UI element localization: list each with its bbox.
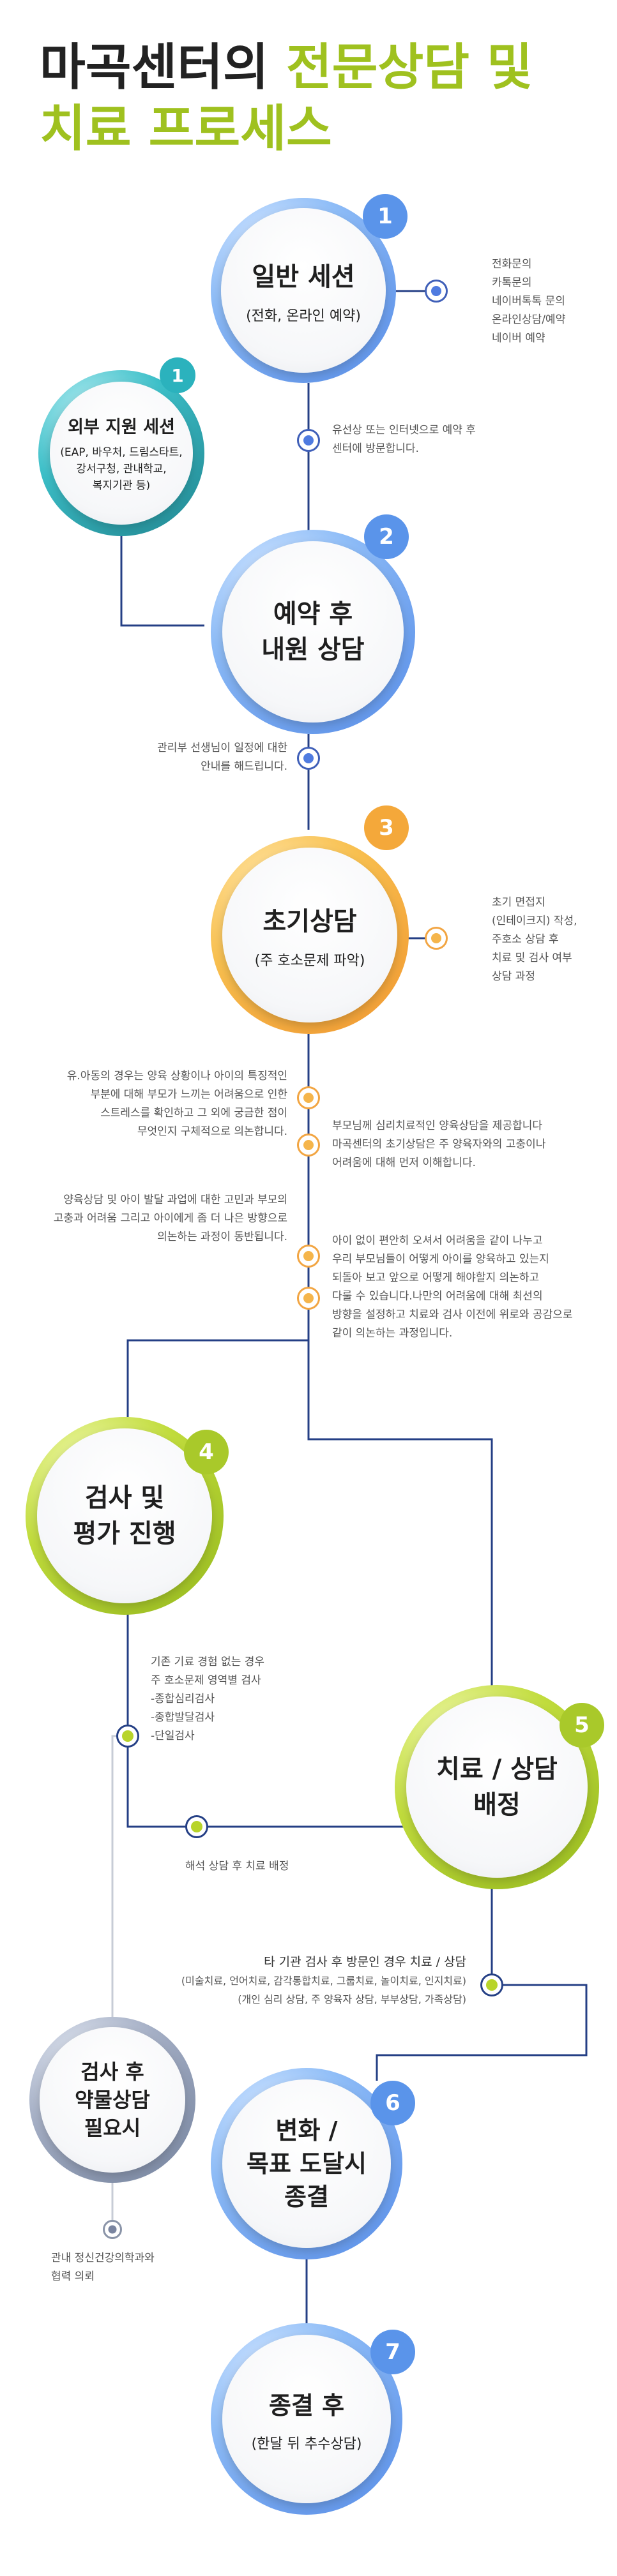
medication-title: 검사 후 약물상담 필요시 (75, 2060, 150, 2140)
step-4-title: 검사 및 평가 진행 (73, 1483, 176, 1548)
node-parent-counseling (297, 1134, 320, 1157)
node-assessment-list (116, 1725, 139, 1748)
step-1-number-badge: 1 (363, 194, 408, 239)
node-parent-visit (297, 1287, 320, 1310)
note-reservation: 유선상 또는 인터넷으로 예약 후 센터에 방문합니다. (332, 424, 476, 455)
note-other-institution: 타 기관 검사 후 방문인 경우 치료 / 상담 (미술치료, 언어치료, 감각… (181, 1955, 466, 2005)
note-parent-visit: 아이 없이 편안히 오셔서 어려움을 같이 나누고 우리 부모님들이 어떻게 아… (332, 1234, 573, 1340)
step-2-visit-counseling: 예약 후 내원 상담 (211, 530, 415, 734)
page-title: 마곡센터의 전문상담 및 치료 프로세스 (40, 37, 533, 160)
step-7-title: 종결 후 (268, 2391, 345, 2420)
node-schedule-guide (297, 747, 320, 770)
external-subtitle: (EAP, 바우처, 드림스타트, 강서구청, 관내학교, 복지기관 등) (60, 446, 183, 492)
step-6-title: 변화 / 목표 도달시 종결 (246, 2116, 367, 2211)
node-psychiatry-referral (103, 2220, 122, 2239)
step-4-number-badge: 4 (184, 1430, 229, 1474)
note-child-stress: 유.아동의 경우는 양육 상황이나 아이의 특징적인 부분에 대해 부모가 느끼… (66, 1070, 287, 1138)
external-title: 외부 지원 세션 (68, 417, 175, 437)
step-5-number-badge: 5 (560, 1703, 604, 1748)
step-1-title: 일반 세션 (252, 262, 355, 292)
step-3-title: 초기상담 (263, 907, 357, 936)
step-2-title: 예약 후 내원 상담 (261, 599, 365, 664)
note-inquiry-channels: 전화문의 카톡문의 네이버톡톡 문의 온라인상담/예약 네이버 예약 (492, 258, 566, 345)
title-accent-2: 치료 프로세스 (40, 100, 332, 158)
step-1-general-session: 일반 세션 (전화, 온라인 예약) (211, 198, 396, 383)
step-1-subtitle: (전화, 온라인 예약) (246, 308, 361, 324)
note-development-concern: 양육상담 및 아이 발달 과업에 대한 고민과 부모의 고충과 어려움 그리고 … (53, 1194, 287, 1243)
step-3-initial-counseling: 초기상담 (주 호소문제 파악) (211, 836, 409, 1034)
note-interpretation: 해석 상담 후 치료 배정 (185, 1860, 289, 1873)
note-parent-counseling: 부모님께 심리치료적인 양육상담을 제공합니다 마곡센터의 초기상담은 주 양육… (332, 1120, 546, 1169)
medication-counseling: 검사 후 약물상담 필요시 (29, 2017, 195, 2183)
node-interpretation (185, 1815, 208, 1838)
step-3-subtitle: (주 호소문제 파악) (254, 953, 365, 969)
step-6-number-badge: 6 (370, 2081, 415, 2125)
node-development-concern (297, 1245, 320, 1268)
note-schedule-guide: 관리부 선생님이 일정에 대한 안내를 해드립니다. (157, 742, 287, 773)
node-step1-inquiry (425, 280, 448, 303)
note-intake: 초기 면접지 (인테이크지) 작성, 주호소 상담 후 치료 및 검사 여부 상… (492, 896, 577, 983)
title-accent-1: 전문상담 및 (286, 39, 533, 96)
step-2-number-badge: 2 (364, 514, 409, 559)
step-7-number-badge: 7 (370, 2330, 415, 2374)
step-7-subtitle: (한달 뒤 추수상담) (251, 2436, 362, 2452)
title-dark: 마곡센터의 (40, 39, 286, 96)
node-reservation (297, 429, 320, 452)
step-1-external-session: 외부 지원 세션 (EAP, 바우처, 드림스타트, 강서구청, 관내학교, 복… (38, 370, 204, 536)
external-number-badge: 1 (160, 357, 195, 393)
node-child-stress (297, 1086, 320, 1109)
node-intake (425, 927, 448, 950)
node-other-institution (480, 1973, 503, 1996)
step-3-number-badge: 3 (364, 805, 409, 850)
note-assessment-list: 기존 기료 경험 없는 경우 주 호소문제 영역별 검사 -종합심리검사 -종합… (151, 1656, 265, 1742)
note-psychiatry-referral: 관내 정신건강의학과와 협력 의뢰 (51, 2252, 155, 2283)
step-7-follow-up: 종결 후 (한달 뒤 추수상담) (211, 2323, 402, 2515)
step-5-title: 치료 / 상담 배정 (436, 1755, 558, 1820)
